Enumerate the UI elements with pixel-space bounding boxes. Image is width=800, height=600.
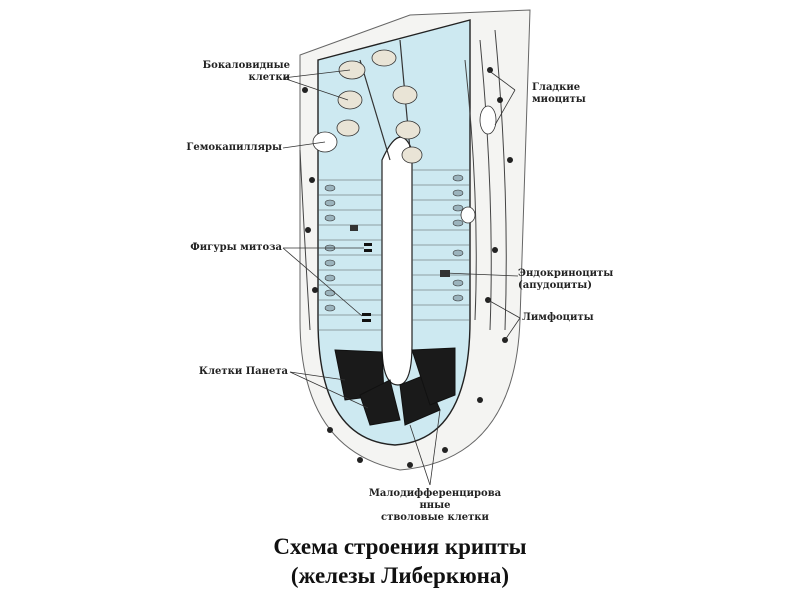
label-paneth: Клетки Панета (170, 366, 288, 378)
label-endo-line2: (апудоциты) (518, 280, 593, 291)
label-goblet-line2: клетки (248, 72, 290, 83)
smooth-myocytes (299, 29, 507, 331)
epithelial-nuclei (324, 174, 464, 312)
leader-lines (282, 69, 521, 486)
label-smooth-line2: миоциты (532, 94, 586, 105)
label-endocrinocytes: Эндокриноциты (апудоциты) (518, 268, 613, 292)
label-smooth-myocytes: Гладкие миоциты (532, 82, 586, 106)
label-stem-line1: Малодифференцирова (368, 488, 502, 499)
paneth-cells (334, 347, 456, 426)
caption-line2: (железы Либеркюна) (290, 563, 510, 588)
label-lymphocytes: Лимфоциты (522, 312, 594, 324)
caption-line1: Схема строения крипты (273, 534, 527, 559)
cell-borders-right (412, 169, 470, 321)
label-goblet-line1: Бокаловидные (202, 60, 290, 71)
label-smooth-line1: Гладкие (532, 82, 581, 93)
crypt-lumen (381, 136, 413, 386)
label-mitosis: Фигуры митоза (170, 242, 282, 254)
label-hemocapillaries-text: Гемокапилляры (186, 142, 282, 153)
label-paneth-text: Клетки Панета (198, 366, 288, 377)
label-stem-line3: стволовые клетки (381, 512, 489, 523)
label-mitosis-text: Фигуры митоза (190, 242, 282, 253)
label-endo-line1: Эндокриноциты (518, 268, 614, 279)
mitosis-figures (362, 243, 372, 322)
label-goblet-cells: Бокаловидные клетки (180, 60, 290, 84)
label-stem-line2: нные (419, 500, 451, 511)
label-hemocapillaries: Гемокапилляры (170, 142, 282, 154)
goblet-cells (336, 49, 423, 164)
endocrinocytes (350, 225, 450, 277)
label-lymphocytes-text: Лимфоциты (522, 312, 594, 323)
label-stem-cells: Малодифференцирова нные стволовые клетки (365, 488, 505, 524)
